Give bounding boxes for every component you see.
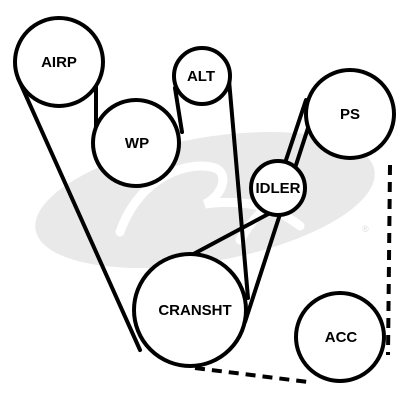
belt-segment-crank-idler (184, 210, 274, 260)
label-airp: AIRP (41, 54, 77, 71)
label-cranksht: CRANSHT (158, 302, 231, 319)
accessory-belt-path (194, 164, 392, 384)
belt-segment-wp-alt (173, 86, 184, 134)
belt-segment-airp-crank (16, 76, 142, 352)
belt-dashed-crank-acc (194, 366, 309, 384)
label-idler: IDLER (256, 180, 301, 197)
belt-dashed-ps-acc (386, 164, 392, 356)
label-acc: ACC (325, 329, 358, 346)
pulley-cranksht (132, 252, 248, 368)
watermark-registered-mark: ® (362, 224, 369, 234)
pulley-ps (304, 68, 396, 160)
label-wp: WP (125, 135, 149, 152)
label-alt: ALT (187, 68, 215, 85)
label-ps: PS (340, 106, 360, 123)
belt-segment-alt-crank (227, 78, 250, 300)
pulley-idler (249, 159, 307, 217)
pulley-alt (172, 46, 232, 106)
pulley-wp (91, 98, 181, 188)
pulley-acc (294, 291, 386, 383)
belt-segment-crank-ps (243, 126, 310, 324)
pulley-airp (13, 16, 105, 108)
